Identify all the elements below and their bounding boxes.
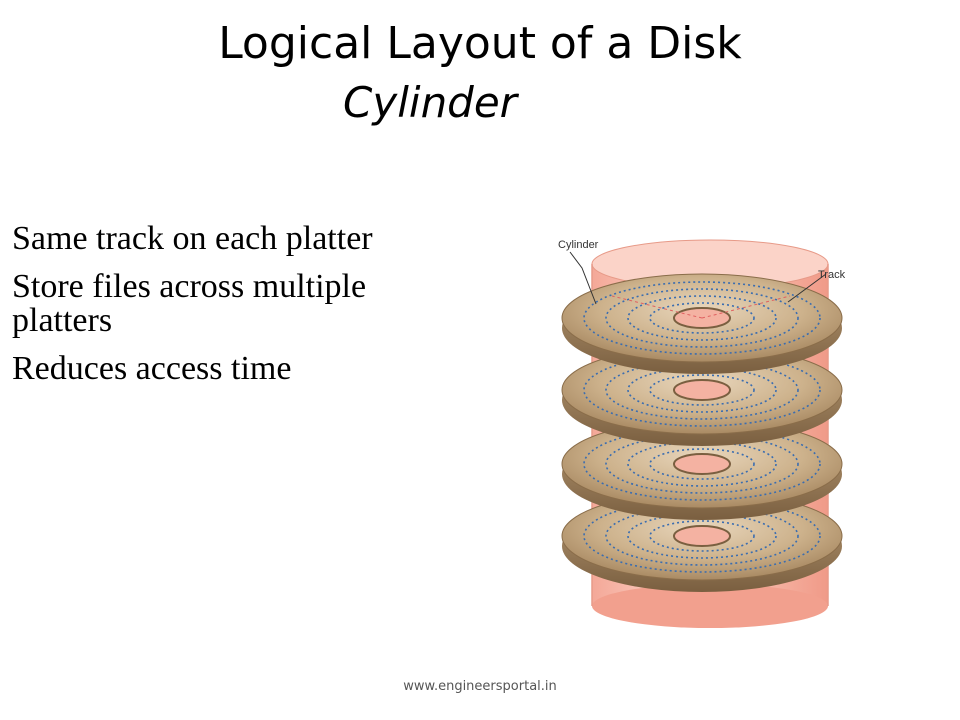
cylinder-diagram-svg: Cylinder Track (558, 239, 846, 628)
bullet-item: Same track on each platter (12, 220, 373, 257)
platter (561, 491, 843, 592)
platter (561, 273, 843, 374)
platter (561, 345, 843, 446)
cylinder-diagram: Cylinder Track (552, 228, 872, 628)
footer-url: www.engineersportal.in (403, 679, 557, 694)
slide-title-block: Logical Layout of a Disk Cylinder (0, 14, 960, 132)
cylinder-leader-line (569, 251, 597, 305)
track-label: Track (818, 269, 846, 281)
cylinder-label: Cylinder (558, 239, 599, 251)
platter (561, 419, 843, 520)
bullet-item: Store files across multiple platters (12, 268, 367, 339)
bullet-list: Same track on each platter Store files a… (12, 222, 472, 400)
track-leader-line (787, 273, 827, 303)
bullet-item: Reduces access time (12, 350, 292, 387)
slide-title: Logical Layout of a Disk (218, 18, 742, 69)
slide-subtitle: Cylinder (343, 78, 517, 127)
